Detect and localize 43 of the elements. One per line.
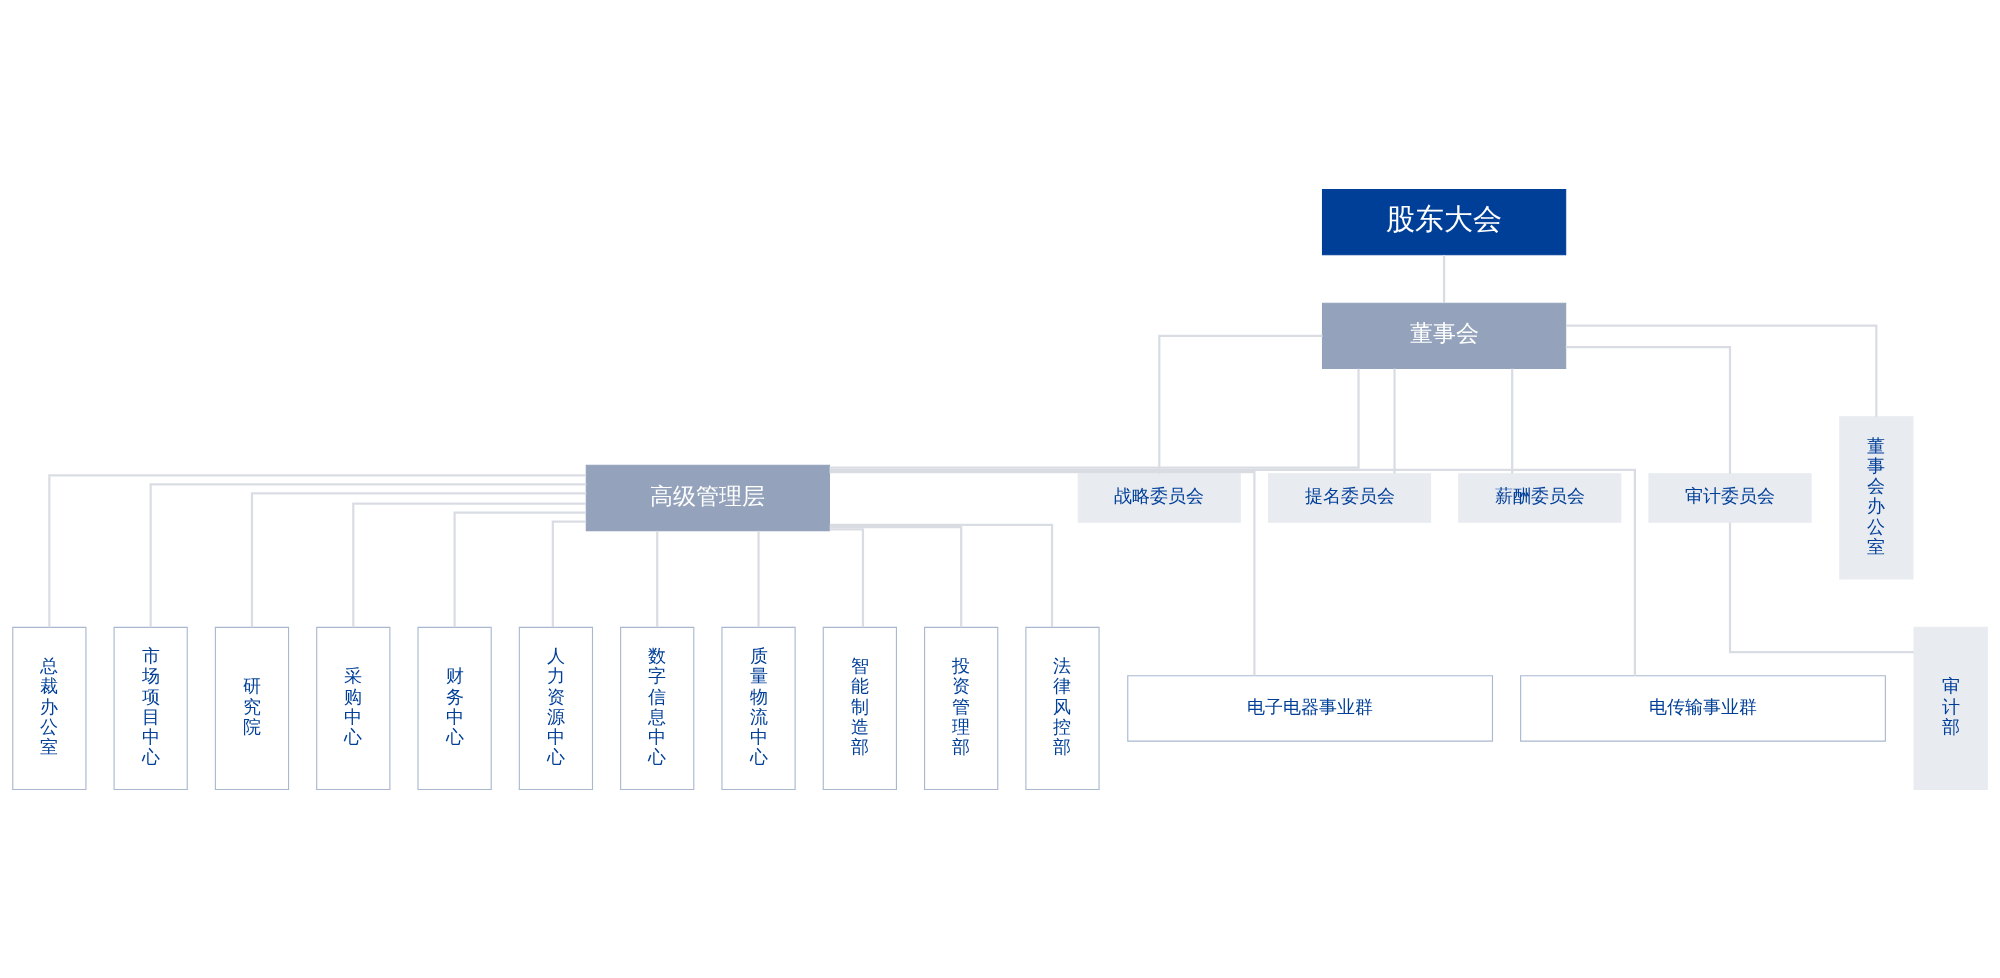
connector [149, 482, 587, 627]
connector [1565, 324, 1878, 417]
connector [48, 473, 586, 627]
connector [551, 519, 587, 627]
connector [1158, 334, 1323, 474]
connector [1728, 521, 1914, 653]
node-box: 质量物流中心 [721, 626, 796, 790]
node-box: 董事会 [1321, 302, 1567, 369]
connector [1442, 254, 1446, 303]
node-box: 审计部 [1913, 626, 1988, 790]
connector [352, 501, 586, 627]
connector [1393, 368, 1396, 474]
node-box: 薪酬委员会 [1458, 472, 1622, 523]
connector [829, 368, 1360, 469]
connector [829, 525, 963, 627]
node-box: 法律风控部 [1025, 626, 1100, 790]
node-box: 投资管理部 [924, 626, 999, 790]
node-box: 提名委员会 [1267, 472, 1432, 523]
connector [1511, 368, 1514, 474]
node-box: 高级管理层 [585, 464, 831, 531]
node-box: 股东大会 [1321, 188, 1567, 255]
node-box: 财务中心 [417, 626, 492, 790]
node-box: 研究院 [214, 626, 290, 790]
connector [829, 470, 1256, 676]
node-box: 市场项目中心 [113, 626, 188, 790]
connector [1565, 345, 1732, 474]
node-box: 数字信息中心 [620, 626, 695, 790]
node-box: 智能制造部 [822, 626, 897, 790]
node-box: 审计委员会 [1648, 472, 1812, 523]
connector [829, 523, 1054, 627]
node-box: 战略委员会 [1077, 472, 1241, 523]
node-box: 电传输事业群 [1520, 674, 1886, 742]
connector [829, 527, 865, 627]
connector [453, 510, 587, 627]
node-box: 董事会办公室 [1839, 415, 1914, 580]
node-box: 采购中心 [316, 626, 391, 790]
connector [757, 530, 760, 627]
connector [250, 491, 587, 627]
connector [829, 468, 1636, 676]
node-box: 电子电器事业群 [1127, 674, 1494, 742]
connector [656, 530, 659, 627]
node-box: 总裁办公室 [12, 626, 87, 790]
node-box: 人力资源中心 [518, 626, 594, 790]
